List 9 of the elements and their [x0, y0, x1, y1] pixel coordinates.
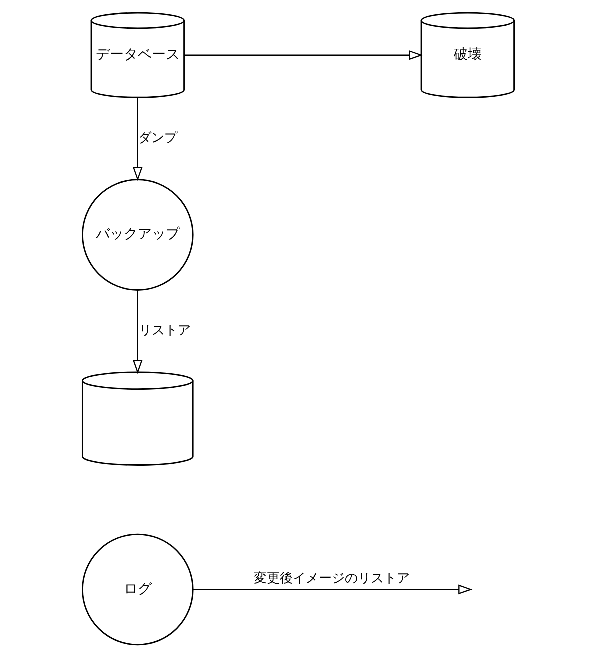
arrow: [132, 290, 142, 374]
node-circle: ログ: [82, 534, 194, 646]
edge-label: リストア: [138, 324, 190, 339]
arrow: [184, 50, 423, 60]
edge-label: 変更後イメージのリストア: [254, 571, 410, 586]
arrow: [192, 584, 472, 595]
node-circle: バックアップ: [82, 179, 194, 291]
edge-label: ダンプ: [138, 131, 177, 146]
arrow: [132, 98, 142, 182]
